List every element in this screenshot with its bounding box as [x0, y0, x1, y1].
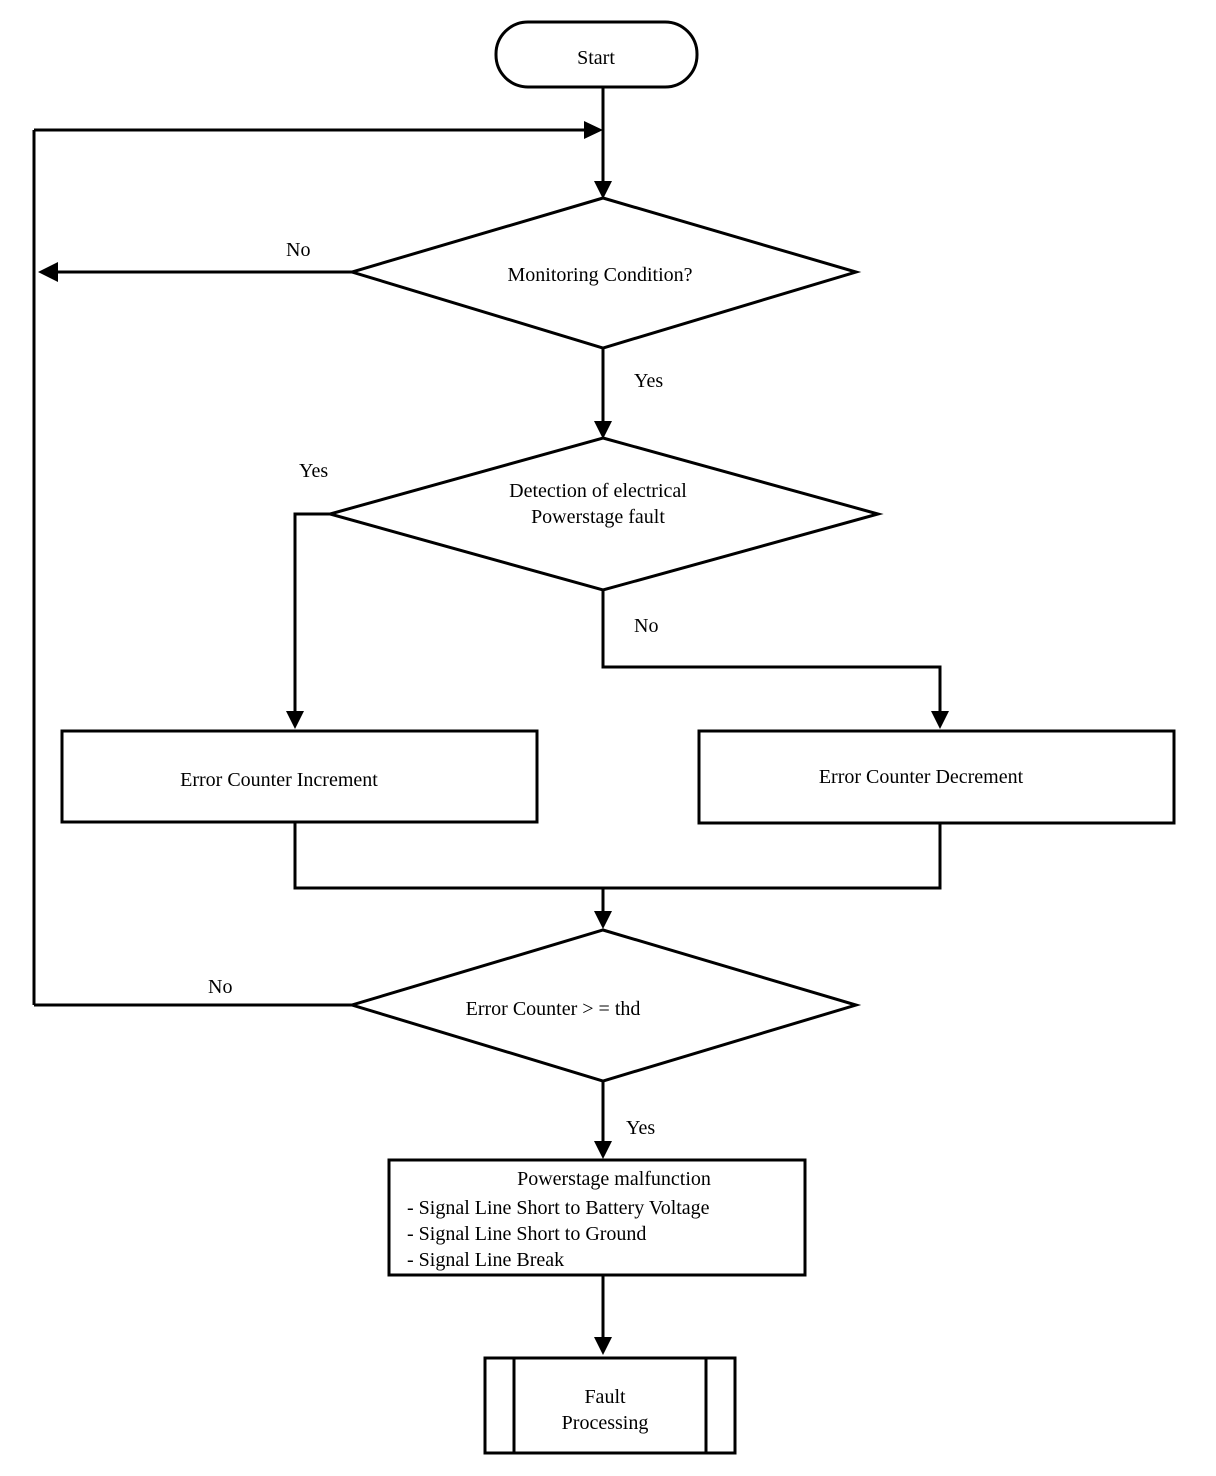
start-terminal-shape: [494, 20, 699, 89]
detection-diamond: [324, 436, 884, 592]
fault-label-line2: Processing: [562, 1412, 649, 1434]
malfunction-item: - Signal Line Short to Battery Voltage: [407, 1197, 710, 1219]
monitoring-no-label: No: [286, 239, 310, 261]
arrowhead-into-monitoring: [594, 181, 612, 199]
threshold-diamond: [346, 928, 862, 1083]
edge-labels: No Yes Yes No No Yes: [208, 239, 663, 1139]
start-terminal: Start: [494, 20, 699, 89]
decrement-label: Error Counter Decrement: [819, 766, 1024, 788]
decrement-box: [697, 729, 1176, 825]
monitoring-label: Monitoring Condition?: [508, 264, 693, 286]
arrowhead-into-fault: [594, 1337, 612, 1355]
threshold-label: Error Counter > = thd: [466, 998, 641, 1020]
fault-processing: Fault Processing: [483, 1356, 737, 1455]
arrowhead-into-detection: [594, 421, 612, 439]
detection-label-line1: Detection of electrical: [509, 480, 687, 502]
malfunction-item: - Signal Line Short to Ground: [407, 1223, 646, 1245]
decrement-process: Error Counter Decrement: [697, 729, 1176, 825]
connectors: [32, 88, 949, 1355]
fault-processing-box: [483, 1356, 737, 1455]
increment-label: Error Counter Increment: [180, 769, 378, 791]
arrowhead-into-threshold: [594, 911, 612, 929]
edge-merge: [293, 823, 942, 890]
detection-yes-label: Yes: [299, 460, 328, 482]
arrowhead-loop-top: [584, 121, 603, 139]
increment-process: Error Counter Increment: [60, 729, 539, 824]
detection-decision: Detection of electrical Powerstage fault: [324, 436, 884, 592]
threshold-decision: Error Counter > = thd: [346, 928, 862, 1083]
monitoring-decision: Monitoring Condition?: [346, 196, 862, 350]
malfunction-item: - Signal Line Break: [407, 1249, 564, 1271]
malfunction-process: Powerstage malfunction - Signal Line Sho…: [387, 1158, 807, 1277]
detection-no-label: No: [634, 615, 658, 637]
monitoring-diamond: [346, 196, 862, 350]
threshold-no-label: No: [208, 976, 232, 998]
threshold-yes-label: Yes: [626, 1117, 655, 1139]
increment-box: [60, 729, 539, 824]
arrowhead-into-decrement: [931, 711, 949, 729]
arrowhead-into-increment: [286, 711, 304, 729]
malfunction-box: [387, 1158, 807, 1277]
edge-detection-yes: [293, 512, 330, 714]
arrowhead-into-malfunction: [594, 1141, 612, 1159]
detection-label-line2: Powerstage fault: [531, 506, 665, 528]
start-label: Start: [577, 47, 615, 69]
monitoring-yes-label: Yes: [634, 370, 663, 392]
fault-label-line1: Fault: [584, 1386, 626, 1408]
edge-detection-no: [601, 590, 942, 714]
malfunction-title: Powerstage malfunction: [517, 1168, 711, 1190]
arrowhead-monitoring-no: [38, 262, 58, 282]
